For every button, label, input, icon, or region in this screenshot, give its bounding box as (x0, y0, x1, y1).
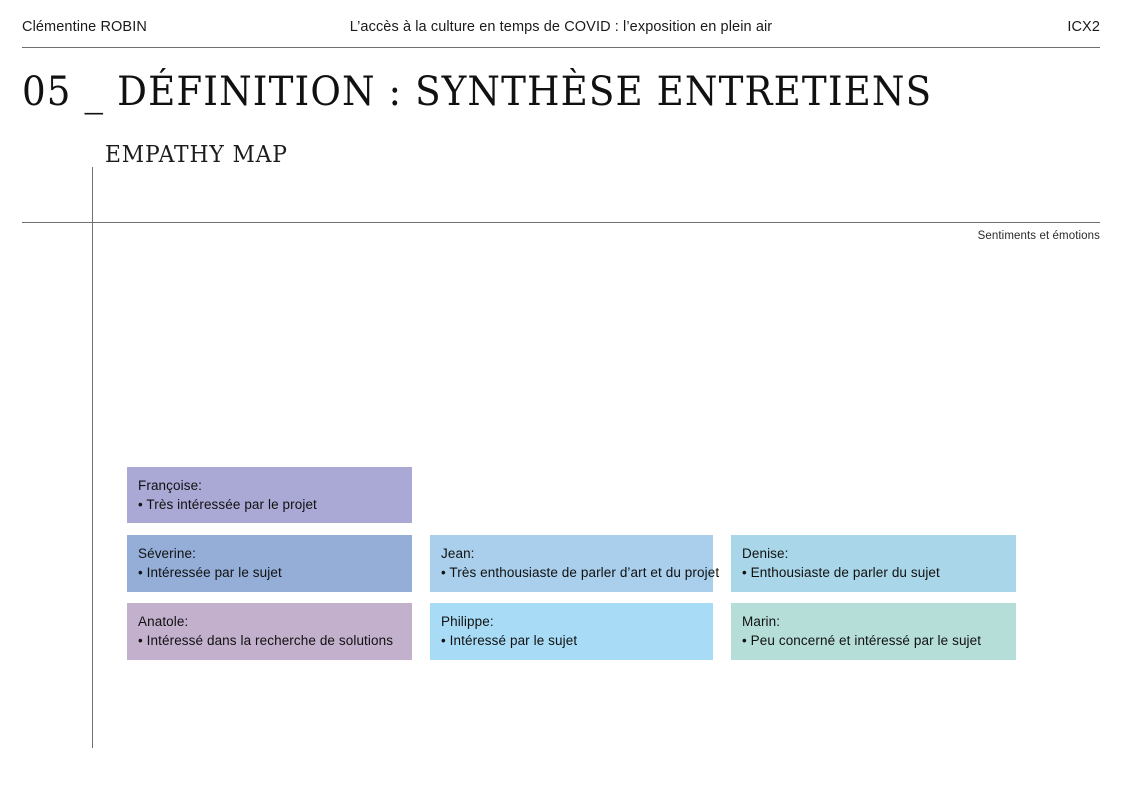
slide-header: Clémentine ROBIN L’accès à la culture en… (22, 19, 1100, 41)
card-person-name: Séverine: (138, 546, 196, 561)
card-denise: Denise: • Enthousiaste de parler du suje… (731, 535, 1016, 592)
card-person-note: • Peu concerné et intéressé par le sujet (742, 633, 982, 648)
card-person-name: Marin: (742, 614, 781, 629)
card-philippe: Philippe: • Intéressé par le sujet (430, 603, 713, 660)
card-person-name: Jean: (441, 546, 475, 561)
card-francoise: Françoise: • Très intéressée par le proj… (127, 467, 412, 523)
card-person-note: • Intéressé par le sujet (441, 633, 578, 648)
card-person-name: Françoise: (138, 478, 203, 493)
card-person-name: Denise: (742, 546, 789, 561)
card-severine: Séverine: • Intéressée par le sujet (127, 535, 412, 592)
header-author: Clémentine ROBIN (22, 19, 147, 35)
card-marin: Marin: • Peu concerné et intéressé par l… (731, 603, 1016, 660)
header-document-title: L’accès à la culture en temps de COVID :… (349, 19, 773, 35)
card-person-name: Philippe: (441, 614, 494, 629)
card-person-note: • Enthousiaste de parler du sujet (742, 565, 940, 580)
card-person-name: Anatole: (138, 614, 189, 629)
card-jean: Jean: • Très enthousiaste de parler d’ar… (430, 535, 720, 592)
card-person-note: • Très intéressée par le projet (138, 497, 317, 512)
header-course-code: ICX2 (1067, 19, 1100, 35)
card-person-note: • Très enthousiaste de parler d’art et d… (441, 565, 720, 580)
card-person-note: • Intéressée par le sujet (138, 565, 282, 580)
page-title: 05 _ DÉFINITION : SYNTHÈSE ENTRETIENS (22, 69, 933, 115)
card-anatole: Anatole: • Intéressé dans la recherche d… (127, 603, 412, 660)
quadrant-label-feelings: Sentiments et émotions (977, 230, 1100, 242)
empathy-map-horizontal-axis (22, 222, 1100, 223)
card-person-note: • Intéressé dans la recherche de solutio… (138, 633, 394, 648)
section-subtitle: EMPATHY MAP (105, 142, 288, 168)
header-divider (22, 47, 1100, 48)
empathy-map-vertical-axis (92, 167, 93, 748)
